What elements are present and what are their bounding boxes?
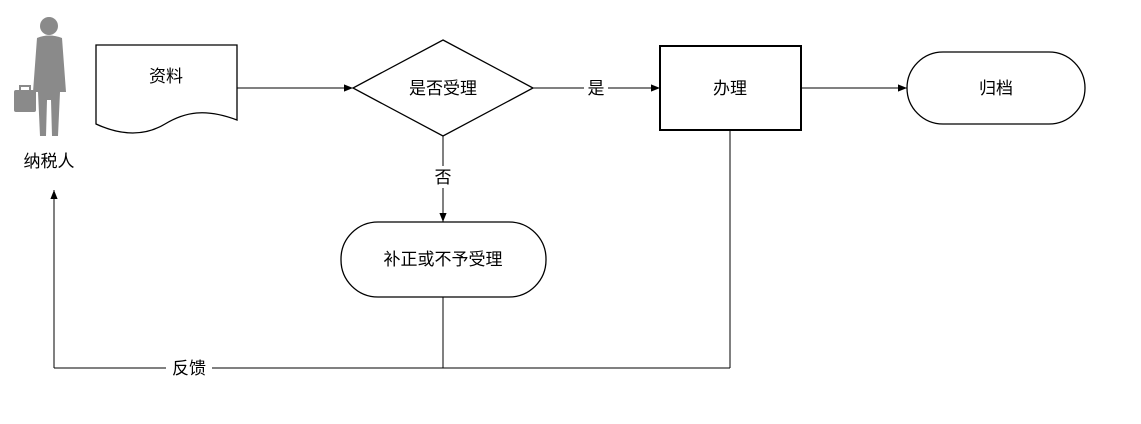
edge-label-feedback: 反馈 bbox=[172, 359, 206, 379]
edge-label-no: 否 bbox=[435, 168, 452, 188]
archive-node[interactable] bbox=[906, 51, 1086, 125]
edge-label-yes: 是 bbox=[588, 79, 605, 99]
process-label: 办理 bbox=[713, 79, 747, 99]
process-node[interactable] bbox=[659, 45, 802, 131]
decision-label: 是否受理 bbox=[409, 79, 477, 99]
materials-label: 资料 bbox=[149, 67, 183, 87]
materials-document-node[interactable] bbox=[95, 44, 238, 134]
archive-label: 归档 bbox=[979, 79, 1013, 99]
actor-label: 纳税人 bbox=[24, 152, 75, 172]
person-with-briefcase-icon bbox=[14, 17, 66, 136]
reject-label: 补正或不予受理 bbox=[384, 250, 503, 270]
